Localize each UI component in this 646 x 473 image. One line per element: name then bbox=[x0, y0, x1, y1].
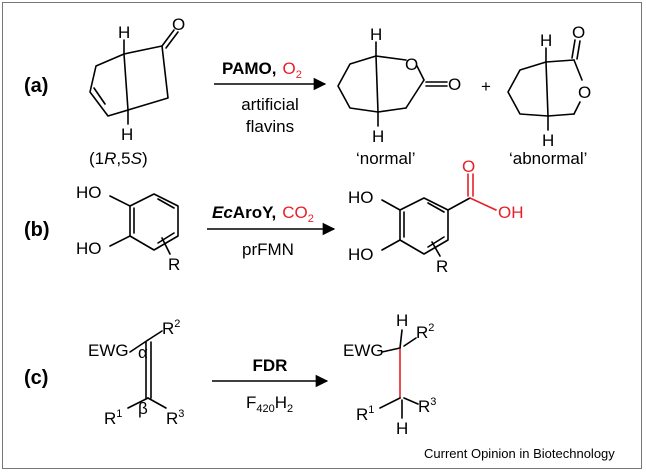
atom-r3: R3 bbox=[418, 396, 436, 416]
atom-beta: β bbox=[138, 399, 148, 418]
row-a-arrow: PAMO,O2 artificial flavins bbox=[214, 59, 327, 136]
atom-ho: HO bbox=[76, 239, 102, 258]
normal-lactone: H H O O ‘normal’ bbox=[337, 25, 461, 168]
reagent-ecaroy: EcAroY,CO2 bbox=[212, 203, 314, 225]
atom-h: H bbox=[372, 127, 384, 146]
row-a-substrate: H H O (1R,5S) bbox=[89, 15, 185, 168]
condition-flavins: flavins bbox=[246, 117, 294, 136]
atom-o: O bbox=[578, 83, 591, 102]
cofactor-prfmn: prFMN bbox=[242, 240, 294, 259]
atom-r: R bbox=[436, 257, 448, 276]
atom-ho: HO bbox=[348, 245, 374, 264]
plus-sign: + bbox=[481, 77, 491, 96]
atom-h: H bbox=[118, 23, 130, 42]
reagent-pamo: PAMO,O2 bbox=[222, 59, 302, 81]
atom-alpha: α bbox=[138, 343, 148, 362]
atom-r2: R2 bbox=[416, 322, 434, 342]
substrate-configuration: (1R,5S) bbox=[89, 149, 148, 168]
carboxylated-product: HO HO R O OH bbox=[348, 157, 524, 276]
row-a-label: (a) bbox=[24, 75, 48, 97]
atom-r1: R1 bbox=[356, 404, 374, 424]
catechol-substrate: HO HO R bbox=[76, 183, 180, 274]
atom-ewg: EWG bbox=[343, 341, 384, 360]
atom-r3: R3 bbox=[166, 408, 184, 428]
atom-r2: R2 bbox=[162, 318, 180, 338]
atom-h: H bbox=[370, 25, 382, 44]
carboxyl-oh: OH bbox=[498, 203, 524, 222]
atom-r: R bbox=[168, 255, 180, 274]
figure-frame bbox=[2, 2, 642, 469]
row-c-label: (c) bbox=[24, 367, 48, 389]
row-b-label: (b) bbox=[24, 219, 50, 241]
alkene-substrate: EWG α β R2 R1 R3 bbox=[88, 318, 184, 428]
atom-h: H bbox=[540, 31, 552, 50]
product-abnormal-label: ‘abnormal’ bbox=[509, 149, 587, 168]
atom-o: O bbox=[572, 23, 585, 42]
product-normal-label: ‘normal’ bbox=[356, 149, 416, 168]
atom-h: H bbox=[396, 419, 408, 438]
atom-o: O bbox=[405, 55, 418, 74]
row-c-arrow: FDR F420H2 bbox=[212, 356, 329, 415]
cofactor-f420h2: F420H2 bbox=[246, 393, 293, 415]
reagent-fdr: FDR bbox=[253, 356, 288, 375]
atom-o: O bbox=[448, 75, 461, 94]
atom-h: H bbox=[542, 131, 554, 150]
row-b-arrow: EcAroY,CO2 prFMN bbox=[207, 203, 336, 259]
atom-r1: R1 bbox=[104, 408, 122, 428]
atom-h: H bbox=[121, 125, 133, 144]
reduced-product: EWG H R2 R1 R3 H bbox=[343, 311, 436, 438]
carboxyl-o: O bbox=[462, 157, 475, 176]
abnormal-lactone: H H O O ‘abnormal’ bbox=[507, 23, 591, 168]
journal-footer: Current Opinion in Biotechnology bbox=[424, 446, 615, 461]
atom-ho: HO bbox=[76, 183, 102, 202]
atom-o: O bbox=[172, 15, 185, 34]
atom-h: H bbox=[396, 311, 408, 330]
atom-ewg: EWG bbox=[88, 341, 129, 360]
condition-artificial: artificial bbox=[241, 95, 299, 114]
atom-ho: HO bbox=[348, 188, 374, 207]
